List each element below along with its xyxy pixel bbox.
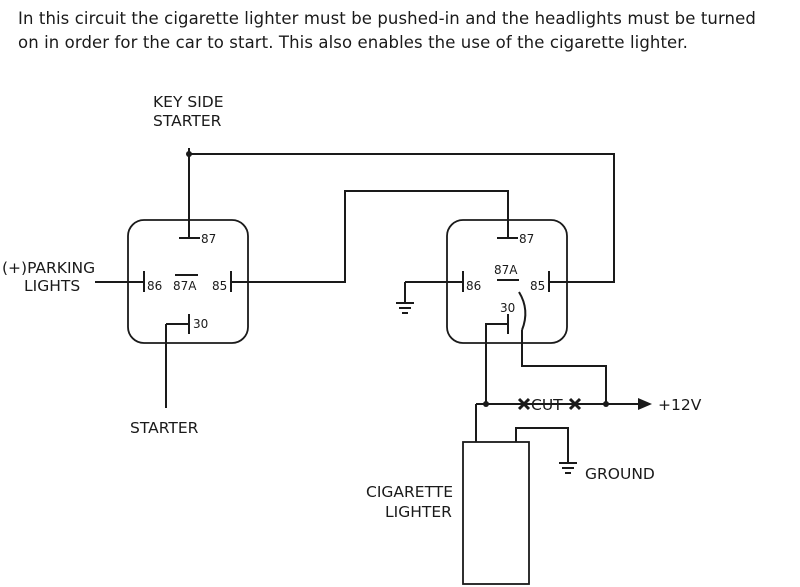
relay-left-pin86-label: 86 [147, 279, 162, 293]
cut-x-right [568, 397, 582, 411]
label-key-side: KEY SIDE [153, 93, 224, 111]
relay-right-pin87a-label: 87A [494, 263, 518, 277]
label-key-starter: STARTER [153, 112, 222, 130]
relay-right-pin86-label: 86 [466, 279, 481, 293]
junction-dot-cut-right [603, 401, 609, 407]
relay-right-pin30-label: 30 [500, 301, 515, 315]
wire-left-85-to-right-87 [231, 190, 509, 283]
relay-left-pin30-label: 30 [193, 317, 208, 331]
relay-right-pin85-label: 85 [530, 279, 545, 293]
arrow-12v [638, 398, 652, 410]
label-plus-12v: +12V [658, 396, 702, 414]
label-cigarette: CIGARETTE [366, 483, 453, 501]
relay-left-pin87a-label: 87A [173, 279, 197, 293]
label-cut: CUT [531, 396, 563, 414]
label-ground: GROUND [585, 465, 655, 483]
relay-left-pin87-label: 87 [201, 232, 216, 246]
caption: In this circuit the cigarette lighter mu… [18, 7, 793, 55]
relay-right-switch-arm [518, 291, 527, 331]
cut-x-left [517, 397, 531, 411]
wire-key-to-right-85 [189, 153, 615, 283]
cigarette-lighter-body [462, 441, 530, 585]
junction-dot-cut-left [483, 401, 489, 407]
ground-symbol-left [396, 302, 414, 314]
label-lighter: LIGHTER [385, 503, 452, 521]
caption-line-1: In this circuit the cigarette lighter mu… [18, 9, 756, 28]
relay-right-pin87-label: 87 [519, 232, 534, 246]
wire-right-30-down [485, 323, 508, 404]
wire-right-87a-to-12v [521, 330, 607, 404]
relay-left-pin85-label: 85 [212, 279, 227, 293]
ground-symbol-right [559, 462, 577, 474]
caption-line-2: on in order for the car to start. This a… [18, 33, 689, 52]
label-starter: STARTER [130, 419, 199, 437]
wires [95, 148, 652, 462]
label-lights: LIGHTS [24, 277, 80, 295]
label-parking: (+)PARKING [2, 259, 95, 277]
wire-lighter-to-ground [515, 427, 569, 462]
